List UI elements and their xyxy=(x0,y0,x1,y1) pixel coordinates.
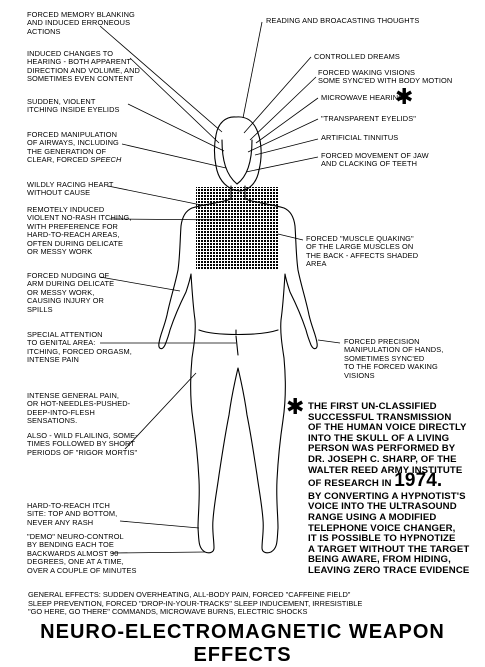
label-thoughts: READING AND BROACASTING THOUGHTS xyxy=(266,17,419,25)
label-itching: REMOTELY INDUCED VIOLENT NO-RASH ITCHING… xyxy=(27,206,132,256)
face-outline xyxy=(222,140,252,184)
label-demo: "DEMO" NEURO-CONTROL BY BENDING EACH TOE… xyxy=(27,533,137,575)
label-microwave: MICROWAVE HEARING xyxy=(321,94,404,102)
page-title: NEURO-ELECTROMAGNETIC WEAPON EFFECTS xyxy=(0,621,485,667)
label-heart: WILDLY RACING HEART WITHOUT CAUSE xyxy=(27,181,114,198)
note-text-1: THE FIRST UN-CLASSIFIED SUCCESSFUL TRANS… xyxy=(308,401,467,489)
label-jaw: FORCED MOVEMENT OF JAW AND CLACKING OF T… xyxy=(321,152,429,169)
label-nudging: FORCED NUDGING OF ARM DURING DELICATE OR… xyxy=(27,272,114,314)
transmission-note: THE FIRST UN-CLASSIFIED SUCCESSFUL TRANS… xyxy=(308,402,483,577)
asterisk-icon: ✱ xyxy=(395,86,413,108)
label-pain: INTENSE GENERAL PAIN, OR HOT-NEEDLES-PUS… xyxy=(27,392,130,426)
label-genital: SPECIAL ATTENTION TO GENITAL AREA: ITCHI… xyxy=(27,331,132,365)
label-dreams: CONTROLLED DREAMS xyxy=(314,53,400,61)
label-itch-site: HARD-TO-REACH ITCH SITE: TOP AND BOTTOM,… xyxy=(27,502,117,527)
general-effects: GENERAL EFFECTS: SUDDEN OVERHEATING, ALL… xyxy=(28,591,468,617)
shaded-back-area xyxy=(196,187,278,269)
label-muscle: FORCED "MUSCLE QUAKING" OF THE LARGE MUS… xyxy=(306,235,418,269)
label-tinnitus: ARTIFICIAL TINNITUS xyxy=(321,134,398,142)
note-year: 1974. xyxy=(394,470,442,491)
label-memory: FORCED MEMORY BLANKING AND INDUCED ERRON… xyxy=(27,11,135,36)
label-hearing: INDUCED CHANGES TO HEARING - BOTH APPARE… xyxy=(27,50,140,84)
head-outline xyxy=(215,117,262,191)
note-asterisk-icon: ✱ xyxy=(286,396,304,418)
label-airways-speech: SPEECH xyxy=(90,155,121,164)
label-eyelids: SUDDEN, VIOLENT ITCHING INSIDE EYELIDS xyxy=(27,98,120,115)
label-flailing: ALSO - WILD FLAILING, SOME- TIMES FOLLOW… xyxy=(27,432,138,457)
label-hands: FORCED PRECISION MANIPULATION OF HANDS, … xyxy=(344,338,443,380)
note-text-2: BY CONVERTING A HYPNOTIST'S VOICE INTO T… xyxy=(308,492,483,577)
label-visions: FORCED WAKING VISIONS SOME SYNC'ED WITH … xyxy=(318,69,452,86)
label-transparent: "TRANSPARENT EYELIDS" xyxy=(321,115,416,123)
label-airways: FORCED MANIPULATION OF AIRWAYS, INCLUDIN… xyxy=(27,131,121,165)
